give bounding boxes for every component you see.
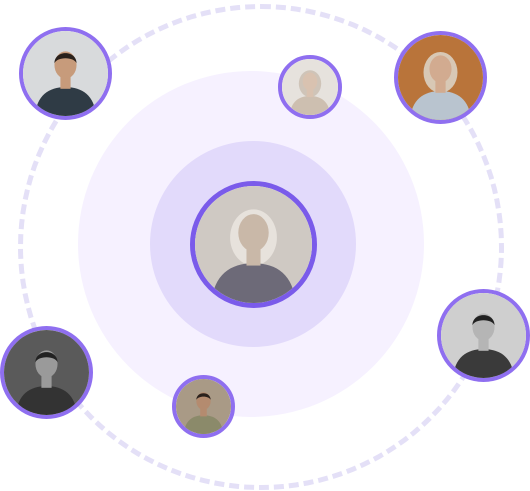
face <box>238 214 269 252</box>
neck <box>306 89 314 98</box>
avatar-top-middle <box>278 55 342 119</box>
jacket <box>452 349 515 378</box>
portrait-photo <box>282 59 338 115</box>
portrait-photo <box>195 186 312 303</box>
portrait-photo <box>23 31 108 116</box>
orbit-dashed-ring <box>18 4 504 490</box>
avatar-bottom-left <box>0 326 93 419</box>
jacket <box>34 87 97 116</box>
jacket <box>409 91 472 120</box>
avatar-bottom-right <box>437 289 530 382</box>
jacket <box>211 263 296 303</box>
portrait-photo <box>4 330 89 415</box>
portrait-photo <box>176 379 231 434</box>
jacket <box>15 386 78 415</box>
avatar-bottom-middle <box>172 375 235 438</box>
neck <box>200 408 207 417</box>
hair <box>196 393 211 400</box>
hair <box>54 53 77 64</box>
avatar-top-left <box>19 27 112 120</box>
neck <box>478 338 489 351</box>
avatar-center <box>190 181 317 308</box>
avatar-top-right <box>394 31 487 124</box>
neck <box>60 76 71 89</box>
jacket <box>183 415 224 434</box>
neck <box>246 249 261 266</box>
portrait-photo <box>398 35 483 120</box>
neck <box>41 375 52 388</box>
face <box>429 55 452 83</box>
face <box>302 72 318 91</box>
neck <box>435 80 446 93</box>
portrait-photo <box>441 293 526 378</box>
jacket <box>289 95 331 115</box>
